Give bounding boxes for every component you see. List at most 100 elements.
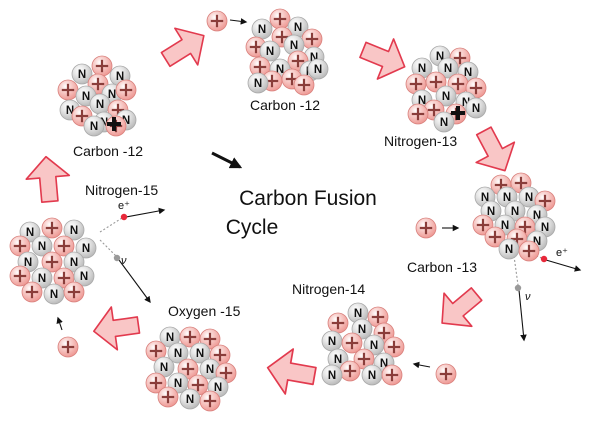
neutron: N <box>63 219 85 241</box>
free-protons <box>57 10 457 385</box>
svg-text:N: N <box>511 206 519 218</box>
neutrino-emission-arrow-left <box>118 259 151 304</box>
svg-text:N: N <box>196 348 204 360</box>
svg-text:N: N <box>294 22 302 34</box>
svg-text:N: N <box>174 378 182 390</box>
svg-text:N: N <box>436 51 444 63</box>
label-nitrogen-15: Nitrogen-15 <box>85 182 158 198</box>
proton <box>484 226 506 248</box>
svg-text:N: N <box>505 244 513 256</box>
proton <box>53 235 75 257</box>
svg-text:N: N <box>174 348 182 360</box>
proton <box>145 372 167 394</box>
neutron: N <box>361 364 383 386</box>
svg-text:N: N <box>276 64 284 76</box>
proton <box>157 386 179 408</box>
title-line-1: Carbon Fusion <box>239 187 377 210</box>
neutron: N <box>89 93 111 115</box>
svg-text:N: N <box>472 103 480 115</box>
proton-input-arrow-3 <box>412 361 431 369</box>
free-proton-3 <box>435 363 457 385</box>
proton <box>341 332 363 354</box>
emission-dash-neutrino-right <box>513 255 519 286</box>
proton <box>57 79 79 101</box>
svg-text:N: N <box>38 241 46 253</box>
proton <box>383 336 405 358</box>
svg-text:N: N <box>254 78 262 90</box>
svg-text:N: N <box>66 105 74 117</box>
proton <box>199 390 221 412</box>
svg-text:N: N <box>122 115 130 127</box>
label-oxygen-15: Oxygen -15 <box>168 303 241 319</box>
neutron: N <box>167 342 189 364</box>
positron-dot-right <box>540 255 548 263</box>
emission-dash-neutrino-left <box>99 239 117 257</box>
neutron: N <box>71 63 93 85</box>
svg-text:N: N <box>206 364 214 376</box>
positron-symbol-left: e⁺ <box>118 200 130 212</box>
title-line-2: Cycle <box>226 216 279 239</box>
neutron: N <box>518 186 540 208</box>
neutrino-dot-right <box>514 284 522 292</box>
proton <box>407 103 429 125</box>
neutron: N <box>287 16 309 38</box>
neutron: N <box>73 265 95 287</box>
svg-text:N: N <box>533 236 541 248</box>
stage-arrow-4 <box>441 287 483 328</box>
proton <box>91 55 113 77</box>
svg-text:N: N <box>328 336 336 348</box>
neutron: N <box>437 57 459 79</box>
svg-text:N: N <box>214 382 222 394</box>
emission-dash-positron-left <box>99 217 123 233</box>
label-nitrogen-13: Nitrogen-13 <box>384 133 457 149</box>
neutrino-symbol-left: ν <box>121 255 127 267</box>
neutron: N <box>465 97 487 119</box>
neutrino-emission-arrow-right <box>518 289 527 342</box>
svg-text:N: N <box>310 52 318 64</box>
proton <box>301 28 323 50</box>
stage-arrow-2 <box>359 38 406 80</box>
svg-text:N: N <box>444 63 452 75</box>
svg-text:N: N <box>160 362 168 374</box>
free-proton-4 <box>57 336 79 358</box>
svg-text:N: N <box>186 394 194 406</box>
proton <box>269 8 291 30</box>
stage-arrows <box>25 27 516 395</box>
svg-text:N: N <box>78 69 86 81</box>
free-proton-2 <box>415 217 437 239</box>
svg-text:N: N <box>328 370 336 382</box>
svg-text:N: N <box>38 273 46 285</box>
svg-text:N: N <box>290 40 298 52</box>
svg-text:N: N <box>50 289 58 301</box>
svg-text:N: N <box>334 354 342 366</box>
neutron: N <box>179 388 201 410</box>
label-nitrogen-14: Nitrogen-14 <box>292 281 365 297</box>
proton <box>9 265 31 287</box>
emission-lines <box>56 18 582 369</box>
svg-text:N: N <box>90 121 98 133</box>
svg-text:N: N <box>314 64 322 76</box>
svg-text:N: N <box>380 358 388 370</box>
proton <box>115 79 137 101</box>
neutrino-dot-left <box>113 254 121 262</box>
svg-text:N: N <box>442 91 450 103</box>
svg-text:N: N <box>96 99 104 111</box>
neutron: N <box>307 58 329 80</box>
neutron: N <box>498 238 520 260</box>
neutrino-symbol-right: ν <box>525 291 531 303</box>
svg-text:N: N <box>82 91 90 103</box>
svg-text:N: N <box>358 324 366 336</box>
label-carbon-13: Carbon -13 <box>407 259 477 275</box>
svg-text:N: N <box>26 227 34 239</box>
neutron: N <box>321 364 343 386</box>
proton <box>367 306 389 328</box>
svg-text:N: N <box>533 210 541 222</box>
stage-arrow-7 <box>25 155 71 204</box>
